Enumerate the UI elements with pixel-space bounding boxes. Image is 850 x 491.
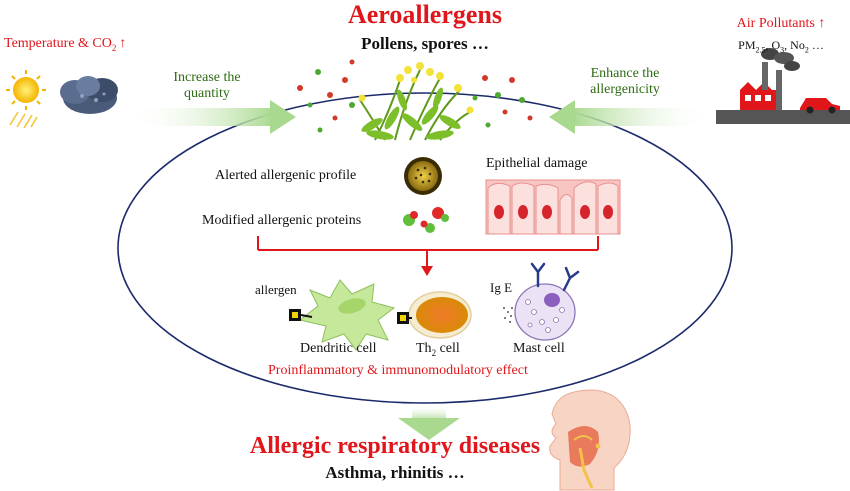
co2-cloud-icon <box>60 76 118 114</box>
pollen-plant-icon <box>297 59 533 141</box>
pollutant-list: PM2.5, O3, No2 … <box>738 38 824 55</box>
dendritic-cell-label: Dendritic cell <box>300 341 377 356</box>
altered-profile-label: Alerted allergenic profile <box>215 168 357 183</box>
th2-cell-label: Th2 cell <box>416 341 460 358</box>
allergen-label: allergen <box>255 282 297 297</box>
right-green-arrow <box>549 100 712 134</box>
th2-cell-icon <box>397 291 472 339</box>
down-green-arrow <box>398 405 460 440</box>
protein-molecules-icon <box>403 207 449 233</box>
red-connector <box>257 236 599 268</box>
ige-label: Ig E <box>490 280 513 295</box>
page-subtitle: Pollens, spores … <box>361 34 489 53</box>
diseases-subtitle: Asthma, rhinitis … <box>325 463 465 482</box>
temperature-co2-label: Temperature & CO2↑ <box>4 36 127 53</box>
mast-cell-icon <box>503 262 580 341</box>
epithelium-icon <box>485 179 621 235</box>
dendritic-cell-icon <box>289 279 396 351</box>
effect-label: Proinflammatory & immunomodulatory effec… <box>268 363 528 378</box>
head-profile-icon <box>549 389 631 491</box>
modified-proteins-label: Modified allergenic proteins <box>202 213 362 228</box>
air-pollutants-label: Air Pollutants ↑ <box>736 16 826 31</box>
page-title: Aeroallergens <box>347 0 503 29</box>
diseases-title: Allergic respiratory diseases <box>249 433 541 459</box>
red-arrowhead <box>421 266 433 276</box>
sun-icon <box>6 70 46 129</box>
pollen-grain-icon <box>404 157 442 195</box>
increase-quantity-label: Increase the quantity <box>173 70 241 101</box>
left-green-arrow <box>128 100 296 134</box>
epithelial-damage-label: Epithelial damage <box>486 156 588 171</box>
enhance-allergenicity-label: Enhance the allergenicity <box>590 66 660 97</box>
factory-icon <box>716 48 850 124</box>
mast-cell-label: Mast cell <box>513 341 565 356</box>
central-ellipse <box>117 92 733 404</box>
